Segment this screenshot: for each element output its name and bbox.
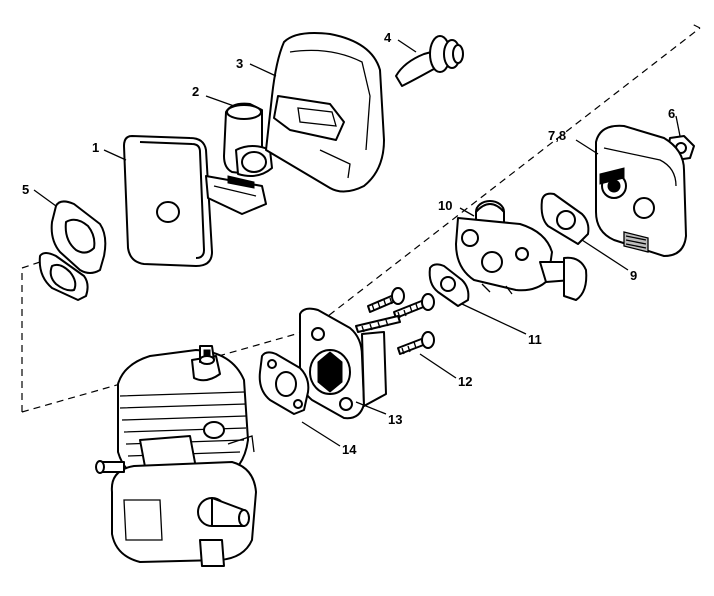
- air-filter-part[interactable]: [123, 135, 213, 267]
- muffler-gasket-part[interactable]: [540, 192, 590, 245]
- leader-3: [249, 63, 277, 77]
- choke-lever-part[interactable]: [395, 35, 464, 87]
- carburetor-part[interactable]: [455, 200, 588, 301]
- leader-12: [419, 353, 457, 379]
- leader-13: [355, 401, 387, 415]
- filter-cover-part[interactable]: [265, 32, 385, 193]
- callout-3: 3: [236, 56, 243, 71]
- cylinder-gasket-part[interactable]: [258, 351, 310, 415]
- leader-6: [675, 115, 681, 137]
- callout-5: 5: [22, 182, 29, 197]
- screw-1[interactable]: [367, 287, 405, 313]
- callout-1: 1: [92, 140, 99, 155]
- leader-9: [581, 239, 629, 271]
- intake-elbow-part[interactable]: [205, 102, 273, 215]
- leader-5: [33, 189, 57, 207]
- callout-4: 4: [384, 30, 392, 45]
- screw-3[interactable]: [355, 315, 401, 333]
- screw-4[interactable]: [397, 331, 435, 355]
- intake-flange-part[interactable]: [299, 307, 387, 420]
- callout-12: 12: [458, 374, 472, 389]
- leader-14: [301, 421, 341, 447]
- leader-2: [205, 95, 235, 107]
- muffler-part[interactable]: [595, 124, 687, 257]
- leader-4: [397, 39, 417, 53]
- callout-11: 11: [528, 332, 542, 347]
- leader-11: [461, 303, 527, 335]
- callout-7-8: 7,8: [548, 128, 566, 143]
- callout-10: 10: [438, 198, 452, 213]
- leader-1: [103, 149, 127, 161]
- leader-10: [459, 207, 475, 217]
- flange-gasket-part[interactable]: [38, 200, 107, 301]
- engine-cylinder-part: [95, 345, 257, 567]
- leader-lines: [33, 39, 681, 447]
- callout-13: 13: [388, 412, 402, 427]
- callout-6: 6: [668, 106, 675, 121]
- carburetor-gasket-part[interactable]: [428, 263, 470, 307]
- callout-2: 2: [192, 84, 199, 99]
- callout-9: 9: [630, 268, 637, 283]
- callout-14: 14: [342, 442, 357, 457]
- screws-part[interactable]: [355, 287, 435, 355]
- screw-2[interactable]: [393, 293, 435, 319]
- leader-78: [575, 139, 599, 155]
